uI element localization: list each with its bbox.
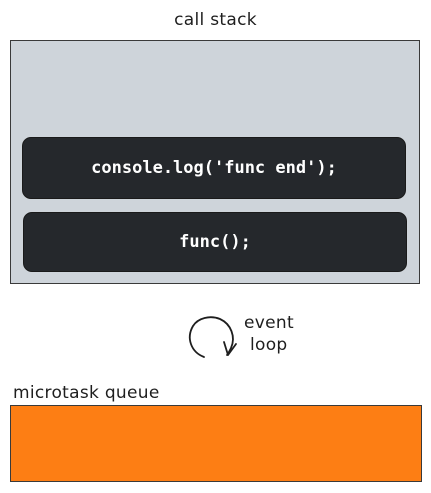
microtask-queue-label: microtask queue <box>13 383 160 403</box>
event-loop-label-line1: event <box>244 313 294 333</box>
stack-frame-func-call: func(); <box>23 212 407 272</box>
call-stack-box: console.log('func end'); func(); <box>10 40 420 284</box>
event-loop-label: event loop <box>244 312 294 356</box>
microtask-queue-box <box>10 405 422 482</box>
circular-arrow-icon <box>189 316 237 358</box>
event-loop-label-line2: loop <box>250 335 288 355</box>
stack-frame-console-log: console.log('func end'); <box>22 137 406 199</box>
call-stack-label: call stack <box>174 10 257 30</box>
